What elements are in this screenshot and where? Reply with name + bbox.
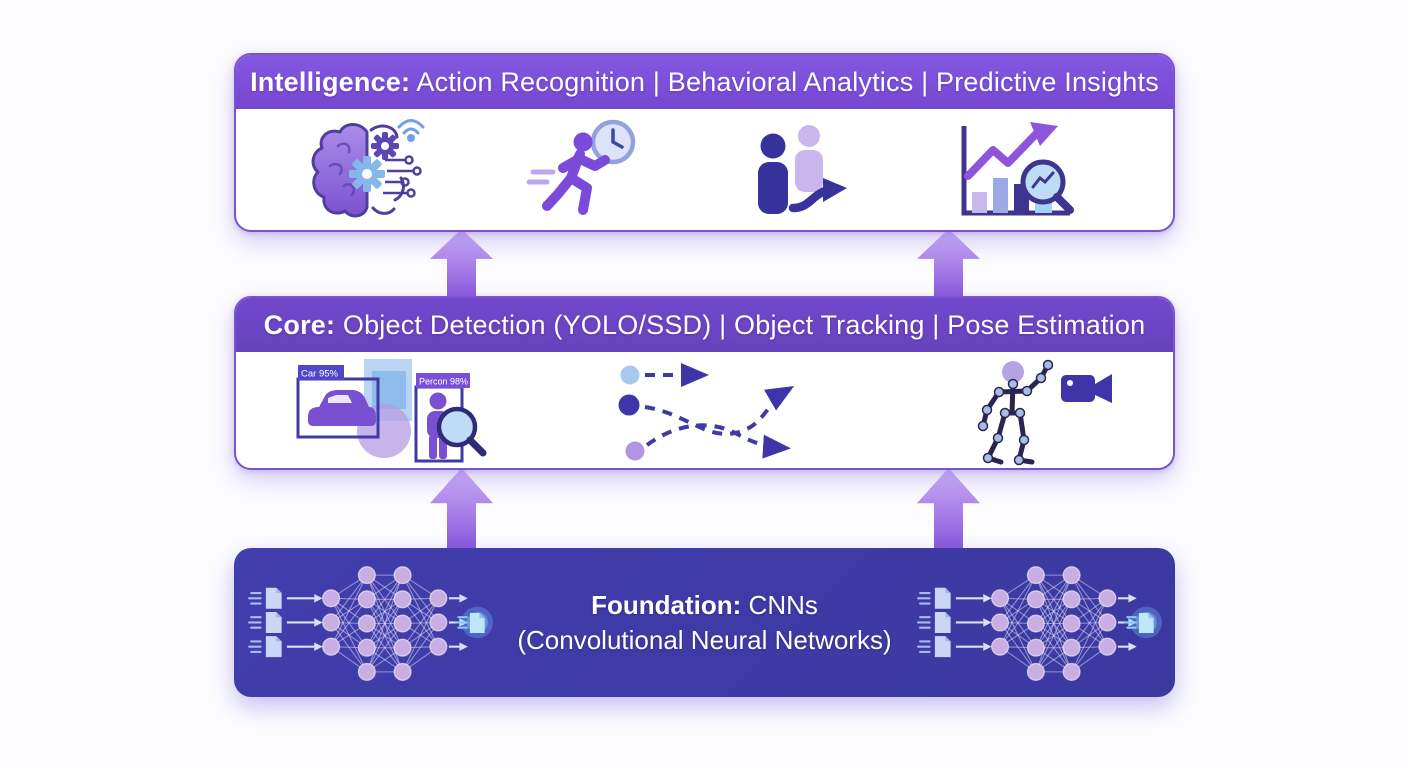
running-person-clock-icon: [478, 116, 692, 226]
gear-large-icon: [349, 156, 386, 192]
chart-magnifier-icon: [907, 116, 1121, 226]
core-icon-row: Car 95% Percon 98%: [236, 352, 1173, 468]
foundation-title-rest: CNNs: [741, 590, 818, 621]
neural-network-graphic: [916, 565, 1163, 681]
up-arrow: [430, 229, 493, 300]
neural-network-graphic: [247, 565, 494, 681]
wifi-icon: [397, 119, 425, 142]
car-bounding-box: Car 95%: [296, 365, 380, 439]
clock-icon: [591, 119, 636, 165]
core-header: Core: Object Detection (YOLO/SSD) | Obje…: [236, 298, 1173, 352]
circuit-traces: [383, 155, 422, 198]
intelligence-title-rest: Action Recognition | Behavioral Analytic…: [410, 66, 1159, 97]
foundation-title-bold: Foundation:: [591, 590, 742, 621]
brain-ai-icon: [264, 116, 478, 226]
intelligence-title-bold: Intelligence:: [250, 66, 411, 97]
runner-figure: [526, 132, 611, 215]
foundation-subtitle: (Convolutional Neural Networks): [517, 624, 892, 655]
gear-small-icon: [371, 132, 400, 160]
core-layer: Core: Object Detection (YOLO/SSD) | Obje…: [234, 296, 1175, 470]
person-back: [794, 125, 823, 192]
object-detection-icon: Car 95% Percon 98%: [276, 355, 488, 467]
car-label: Car 95%: [301, 369, 339, 380]
up-arrow: [917, 229, 980, 300]
magnifier-icon: [436, 406, 487, 457]
pose-estimation-icon: [949, 355, 1113, 467]
trend-arrow: [963, 122, 1058, 180]
core-title-bold: Core:: [263, 309, 336, 340]
intelligence-header: Intelligence: Action Recognition | Behav…: [236, 55, 1173, 109]
object-tracking-icon: [613, 355, 825, 467]
person-label: Percon 98%: [419, 377, 468, 387]
magnifier-icon: [1020, 159, 1074, 214]
foundation-layer: Foundation: CNNs (Convolutional Neural N…: [234, 548, 1175, 697]
people-transition-arrow-icon: [693, 116, 907, 226]
foundation-title-line1: Foundation: CNNs: [496, 588, 913, 622]
foundation-title: Foundation: CNNs (Convolutional Neural N…: [496, 588, 913, 657]
intelligence-icon-row: [236, 109, 1173, 230]
person-front: [757, 133, 788, 214]
up-arrow: [430, 468, 493, 552]
video-camera-icon: [1061, 374, 1112, 403]
transition-arrow: [788, 178, 847, 213]
intelligence-layer: Intelligence: Action Recognition | Behav…: [234, 53, 1175, 232]
skeleton-figure: [977, 359, 1054, 466]
up-arrow: [917, 468, 980, 552]
core-title-rest: Object Detection (YOLO/SSD) | Object Tra…: [335, 309, 1146, 340]
